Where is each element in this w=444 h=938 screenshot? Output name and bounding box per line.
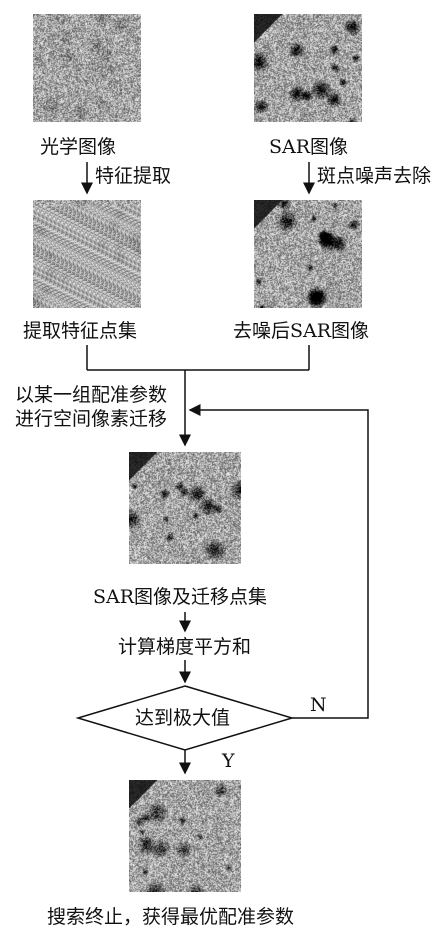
label-result: 搜索终止，获得最优配准参数 [47,906,295,928]
label-sar-and-points: SAR图像及迁移点集 [93,586,268,608]
label-speckle-removal: 斑点噪声去除 [317,165,432,187]
sar-image [254,14,362,122]
final-registered-image [129,780,241,892]
label-migrate-line2: 进行空间像素迁移 [15,408,168,430]
label-sar-image: SAR图像 [269,136,349,158]
optical-image [33,14,141,122]
label-denoised-sar: 去噪后SAR图像 [233,320,370,342]
label-yes: Y [222,750,235,772]
label-no: N [310,694,327,716]
feature-point-image [33,200,141,308]
loop-no-path [188,404,369,719]
label-feature-point-set: 提取特征点集 [23,320,138,342]
migrated-sar-image [129,452,241,564]
label-compute-gradient: 计算梯度平方和 [118,636,252,658]
label-optical-image: 光学图像 [40,136,117,158]
label-migrate-line1: 以某一组配准参数 [15,384,168,406]
label-feature-extraction: 特征提取 [95,165,172,187]
denoised-sar-image [254,200,362,308]
label-reach-max: 达到极大值 [135,707,231,729]
